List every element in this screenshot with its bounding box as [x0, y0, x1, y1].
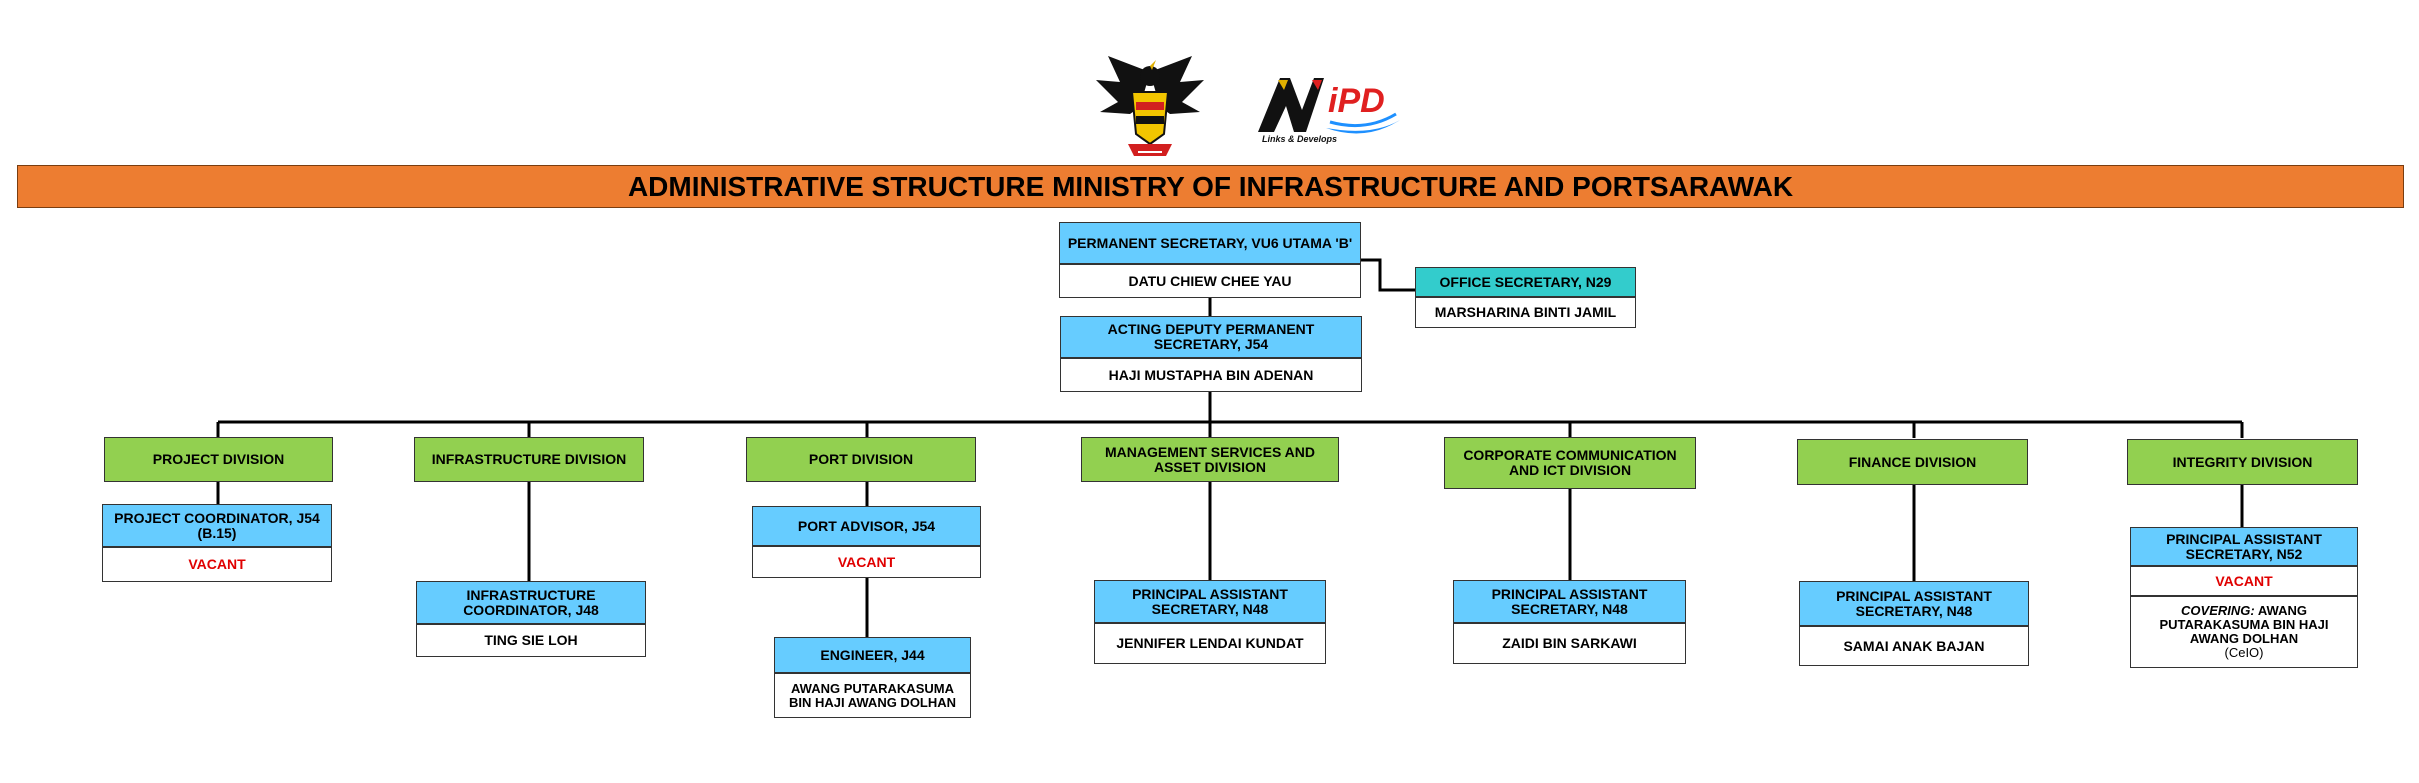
integrity-covering-name: AWANG PUTARAKASUMA BIN HAJI AWANG DOLHAN — [2159, 603, 2329, 646]
page-title: ADMINISTRATIVE STRUCTURE MINISTRY OF INF… — [17, 165, 2404, 208]
integrity-pas-title: PRINCIPAL ASSISTANT SECRETARY, N52 — [2130, 527, 2358, 566]
permanent-secretary-name: DATU CHIEW CHEE YAU — [1059, 264, 1361, 298]
engineer-title: ENGINEER, J44 — [774, 637, 971, 673]
connector-ps-office — [1360, 258, 1415, 292]
ipd-logo-icon: iPD Links & Develops — [1258, 78, 1400, 144]
corporate-pas-title: PRINCIPAL ASSISTANT SECRETARY, N48 — [1453, 580, 1686, 623]
management-pas-name: JENNIFER LENDAI KUNDAT — [1094, 623, 1326, 664]
engineer-name: AWANG PUTARAKASUMA BIN HAJI AWANG DOLHAN — [774, 673, 971, 718]
deputy-permanent-secretary-title: ACTING DEPUTY PERMANENT SECRETARY, J54 — [1060, 316, 1362, 358]
infrastructure-coordinator-name: TING SIE LOH — [416, 624, 646, 657]
finance-pas-name: SAMAI ANAK BAJAN — [1799, 626, 2029, 666]
integrity-covering-note: (CeIO) — [2224, 645, 2264, 660]
ipd-logo-tagline: Links & Develops — [1262, 134, 1337, 144]
project-coordinator-name: VACANT — [102, 547, 332, 582]
management-pas-title: PRINCIPAL ASSISTANT SECRETARY, N48 — [1094, 580, 1326, 623]
corporate-communication-division: CORPORATE COMMUNICATION AND ICT DIVISION — [1444, 437, 1696, 489]
integrity-pas-covering: COVERING: AWANG PUTARAKASUMA BIN HAJI AW… — [2130, 596, 2358, 668]
corporate-pas-name: ZAIDI BIN SARKAWI — [1453, 623, 1686, 664]
port-advisor-name: VACANT — [752, 546, 981, 578]
project-division: PROJECT DIVISION — [104, 437, 333, 482]
permanent-secretary-title: PERMANENT SECRETARY, VU6 UTAMA 'B' — [1059, 222, 1361, 264]
integrity-covering-line: COVERING: AWANG PUTARAKASUMA BIN HAJI AW… — [2135, 604, 2353, 646]
finance-division: FINANCE DIVISION — [1797, 439, 2028, 485]
port-advisor-title: PORT ADVISOR, J54 — [752, 506, 981, 546]
ipd-logo-text: iPD — [1328, 82, 1385, 120]
infrastructure-coordinator-title: INFRASTRUCTURE COORDINATOR, J48 — [416, 581, 646, 624]
management-services-division: MANAGEMENT SERVICES AND ASSET DIVISION — [1081, 437, 1339, 482]
project-coordinator-title: PROJECT COORDINATOR, J54 (B.15) — [102, 504, 332, 547]
sarawak-crest-icon — [1096, 56, 1204, 156]
deputy-permanent-secretary-name: HAJI MUSTAPHA BIN ADENAN — [1060, 358, 1362, 392]
integrity-pas-name: VACANT — [2130, 566, 2358, 596]
office-secretary-name: MARSHARINA BINTI JAMIL — [1415, 297, 1636, 328]
integrity-covering-label: COVERING: — [2181, 603, 2255, 618]
finance-pas-title: PRINCIPAL ASSISTANT SECRETARY, N48 — [1799, 581, 2029, 626]
port-division: PORT DIVISION — [746, 437, 976, 482]
integrity-division: INTEGRITY DIVISION — [2127, 439, 2358, 485]
infrastructure-division: INFRASTRUCTURE DIVISION — [414, 437, 644, 482]
office-secretary-title: OFFICE SECRETARY, N29 — [1415, 267, 1636, 297]
